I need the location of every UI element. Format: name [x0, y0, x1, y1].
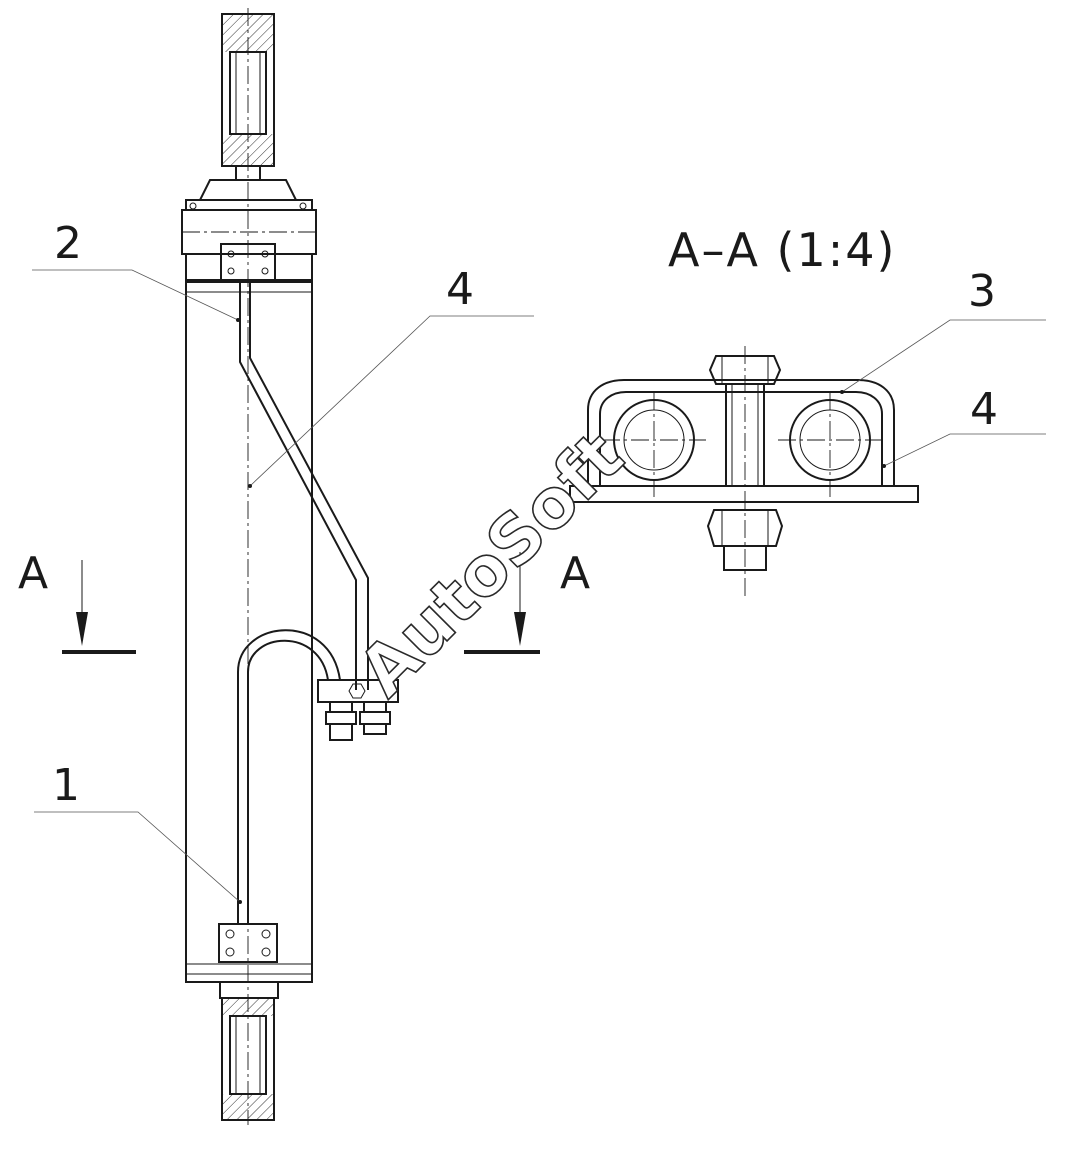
- callout-label-2: 2: [54, 218, 82, 269]
- section-mark-left-label: A: [18, 548, 48, 599]
- tube-1: [237, 629, 341, 924]
- section-cut-right: [464, 552, 540, 654]
- watermark: AutoSoft: [344, 417, 639, 712]
- cylinder-head: [181, 165, 317, 281]
- callout-label-3: 3: [968, 266, 996, 317]
- tube-2: [239, 280, 369, 690]
- tube-clamp-and-fittings: [317, 679, 399, 741]
- bottom-rod-eye: [219, 981, 279, 1121]
- section-view-a-a: [569, 319, 1046, 596]
- callout-label-4-main: 4: [446, 264, 474, 315]
- callout-label-4-section: 4: [970, 384, 998, 435]
- callout-leaders: [32, 269, 534, 904]
- section-cut-left: [62, 560, 136, 654]
- section-mark-right-label: A: [560, 548, 590, 599]
- callout-label-1: 1: [52, 760, 80, 811]
- section-title: A–A (1:4): [668, 223, 896, 277]
- cylinder-barrel: [185, 8, 313, 1125]
- cylinder-assembly: [32, 8, 534, 1125]
